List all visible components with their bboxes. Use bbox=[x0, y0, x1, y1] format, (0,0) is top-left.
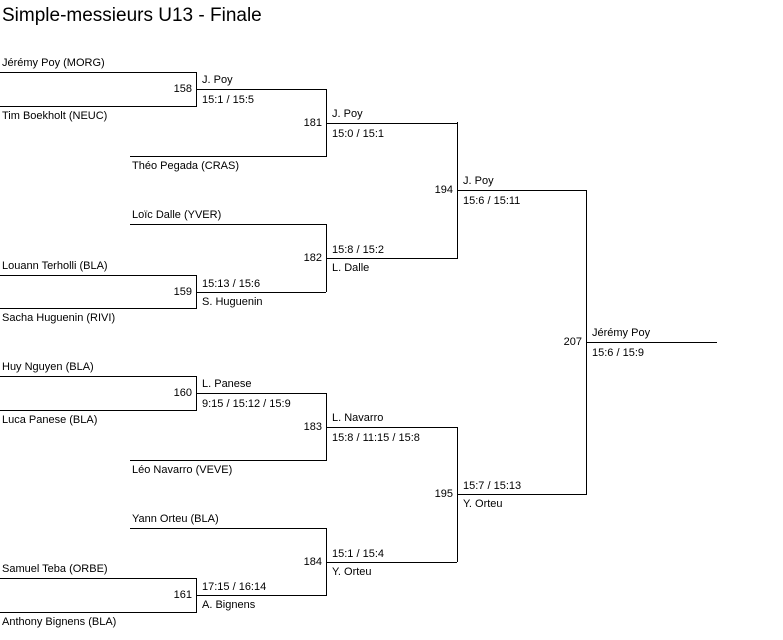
bracket-line bbox=[586, 342, 717, 343]
player-name: Huy Nguyen (BLA) bbox=[2, 361, 94, 373]
bracket-line bbox=[0, 308, 196, 309]
bracket-line bbox=[196, 89, 326, 90]
bracket-line bbox=[0, 106, 196, 107]
bracket-line bbox=[0, 578, 196, 579]
player-name: Théo Pegada (CRAS) bbox=[132, 160, 239, 172]
bracket-line bbox=[326, 123, 457, 124]
page-title: Simple-messieurs U13 - Finale bbox=[2, 5, 262, 26]
match-winner: Jérémy Poy bbox=[592, 327, 651, 339]
bracket-line bbox=[457, 190, 586, 191]
match-number: 207 bbox=[563, 336, 582, 348]
match-winner: A. Bignens bbox=[202, 599, 256, 611]
match-winner: J. Poy bbox=[202, 74, 233, 86]
match-score: 15:0 / 15:1 bbox=[332, 128, 384, 140]
player-name: Luca Panese (BLA) bbox=[2, 414, 98, 426]
match-number: 182 bbox=[303, 252, 322, 264]
bracket-line bbox=[0, 275, 196, 276]
match-score: 9:15 / 15:12 / 15:9 bbox=[202, 398, 291, 410]
match-number: 158 bbox=[173, 83, 192, 95]
player-name: Louann Terholli (BLA) bbox=[2, 260, 108, 272]
match-number: 194 bbox=[434, 184, 453, 196]
match-score: 15:7 / 15:13 bbox=[463, 480, 522, 492]
bracket-line bbox=[0, 612, 196, 613]
bracket-line bbox=[130, 156, 326, 157]
match-number: 184 bbox=[303, 556, 322, 568]
bracket-line bbox=[130, 224, 326, 225]
match-score: 15:1 / 15:4 bbox=[332, 548, 384, 560]
player-name: Jérémy Poy (MORG) bbox=[2, 57, 105, 69]
match-score: 15:8 / 11:15 / 15:8 bbox=[332, 432, 420, 444]
match-number: 159 bbox=[173, 286, 192, 298]
match-winner: J. Poy bbox=[463, 175, 494, 187]
player-name: Léo Navarro (VEVE) bbox=[132, 464, 233, 476]
bracket-line bbox=[326, 562, 457, 563]
player-name: Loïc Dalle (YVER) bbox=[132, 209, 222, 221]
player-name: Yann Orteu (BLA) bbox=[132, 513, 219, 525]
bracket-line bbox=[457, 494, 586, 495]
match-score: 15:1 / 15:5 bbox=[202, 94, 254, 106]
bracket-line bbox=[130, 528, 326, 529]
player-name: Sacha Huguenin (RIVI) bbox=[2, 312, 116, 324]
match-winner: L. Panese bbox=[202, 378, 252, 390]
match-number: 160 bbox=[173, 387, 192, 399]
match-winner: S. Huguenin bbox=[202, 296, 263, 308]
bracket-line bbox=[196, 595, 326, 596]
bracket-line bbox=[196, 393, 326, 394]
match-number: 181 bbox=[303, 117, 322, 129]
player-name: Tim Boekholt (NEUC) bbox=[2, 110, 108, 122]
match-winner: L. Navarro bbox=[332, 412, 384, 424]
match-winner: Y. Orteu bbox=[463, 498, 503, 510]
match-number: 195 bbox=[434, 488, 453, 500]
player-name: Samuel Teba (ORBE) bbox=[2, 563, 108, 575]
match-score: 17:15 / 16:14 bbox=[202, 581, 267, 593]
match-winner: L. Dalle bbox=[332, 262, 370, 274]
bracket-line bbox=[0, 376, 196, 377]
match-score: 15:8 / 15:2 bbox=[332, 244, 384, 256]
match-winner: J. Poy bbox=[332, 108, 363, 120]
bracket-line bbox=[196, 292, 326, 293]
match-score: 15:6 / 15:11 bbox=[463, 195, 521, 207]
bracket-line bbox=[130, 460, 326, 461]
bracket-line bbox=[326, 427, 457, 428]
match-score: 15:13 / 15:6 bbox=[202, 278, 261, 290]
bracket-line bbox=[0, 72, 196, 73]
match-winner: Y. Orteu bbox=[332, 566, 372, 578]
match-number: 183 bbox=[303, 421, 322, 433]
bracket-line bbox=[326, 258, 457, 259]
match-score: 15:6 / 15:9 bbox=[592, 347, 644, 359]
bracket-line bbox=[0, 410, 196, 411]
match-number: 161 bbox=[173, 589, 192, 601]
player-name: Anthony Bignens (BLA) bbox=[2, 616, 117, 628]
